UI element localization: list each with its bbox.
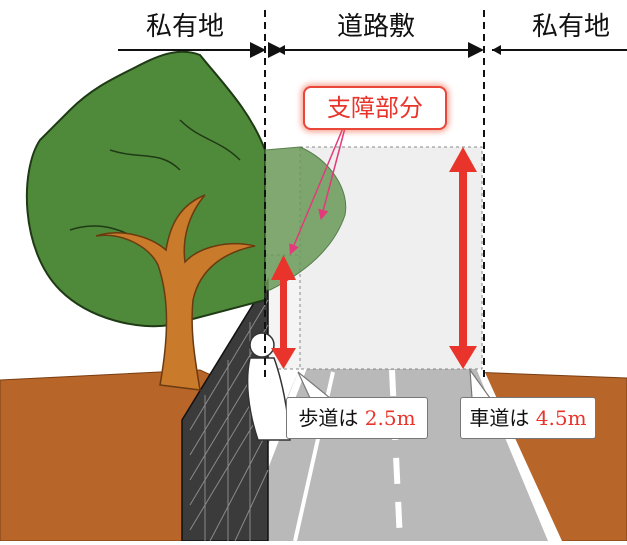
sidewalk-note: 歩道は 2.5m [286,397,428,439]
road-center-dashes [389,369,403,542]
road-area-label: 道路敷 [337,12,416,42]
private-land-right-label: 私有地 [532,12,611,42]
pedestrian [246,332,291,441]
obstruction-pointer-2 [318,127,346,221]
sidewalk-height-arrow [271,255,296,369]
tree-trunk [95,194,256,391]
roadway-height-arrow [449,147,477,369]
roadway-note-prefix: 車道は [469,406,530,430]
sidewalk-note-value: 2.5m [364,406,416,430]
roadway-note-value: 4.5m [535,406,587,430]
obstruction-pointer-1 [289,127,344,255]
brick-wall [181,277,269,542]
sidewalk-note-prefix: 歩道は [298,406,359,430]
private-land-left-label: 私有地 [146,12,225,42]
roadway-note: 車道は 4.5m [460,397,596,439]
obstruction-callout: 支障部分 [303,86,447,130]
